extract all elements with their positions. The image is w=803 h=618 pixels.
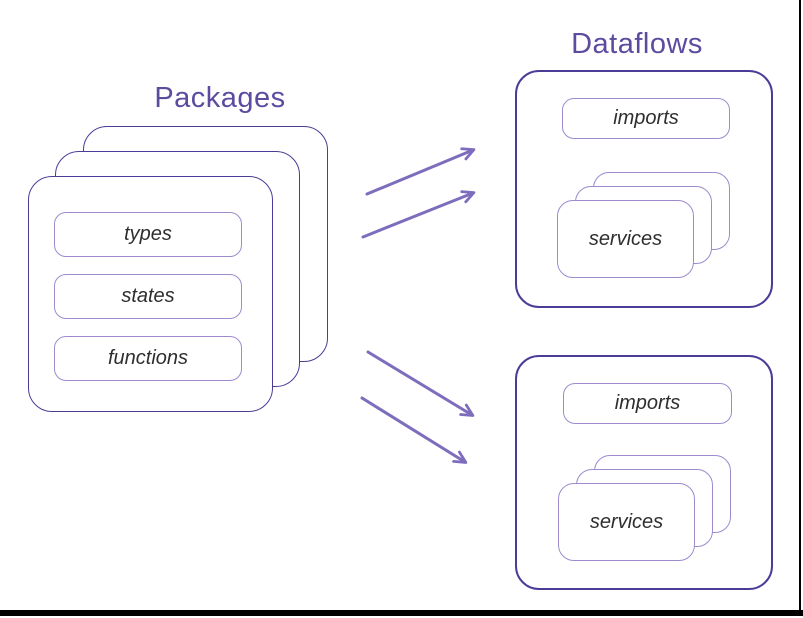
- functions-label: functions: [107, 347, 189, 369]
- services-card-front-bottom: services: [558, 483, 695, 561]
- arrow-packages-to-top-dataflow-1-icon: [365, 147, 476, 196]
- packages-title: Packages: [154, 82, 286, 114]
- window-edge-bottom: [0, 610, 803, 616]
- arrow-packages-to-bottom-dataflow-1-icon: [366, 350, 475, 417]
- imports-box-bottom: imports: [563, 383, 732, 424]
- functions-box: functions: [54, 336, 242, 381]
- types-box: types: [54, 212, 242, 257]
- imports-label-bottom: imports: [614, 392, 681, 414]
- window-edge-right: [799, 0, 801, 616]
- services-label-top: services: [588, 227, 663, 250]
- arrow-packages-to-bottom-dataflow-2-icon: [360, 396, 468, 464]
- imports-box-top: imports: [562, 98, 730, 139]
- services-card-front-top: services: [557, 200, 694, 278]
- states-label: states: [121, 285, 175, 307]
- services-label-bottom: services: [589, 510, 664, 533]
- imports-label-top: imports: [613, 107, 679, 129]
- arrow-packages-to-top-dataflow-2-icon: [361, 190, 476, 239]
- states-box: states: [54, 274, 242, 319]
- types-label: types: [124, 223, 172, 245]
- dataflows-title: Dataflows: [571, 28, 703, 60]
